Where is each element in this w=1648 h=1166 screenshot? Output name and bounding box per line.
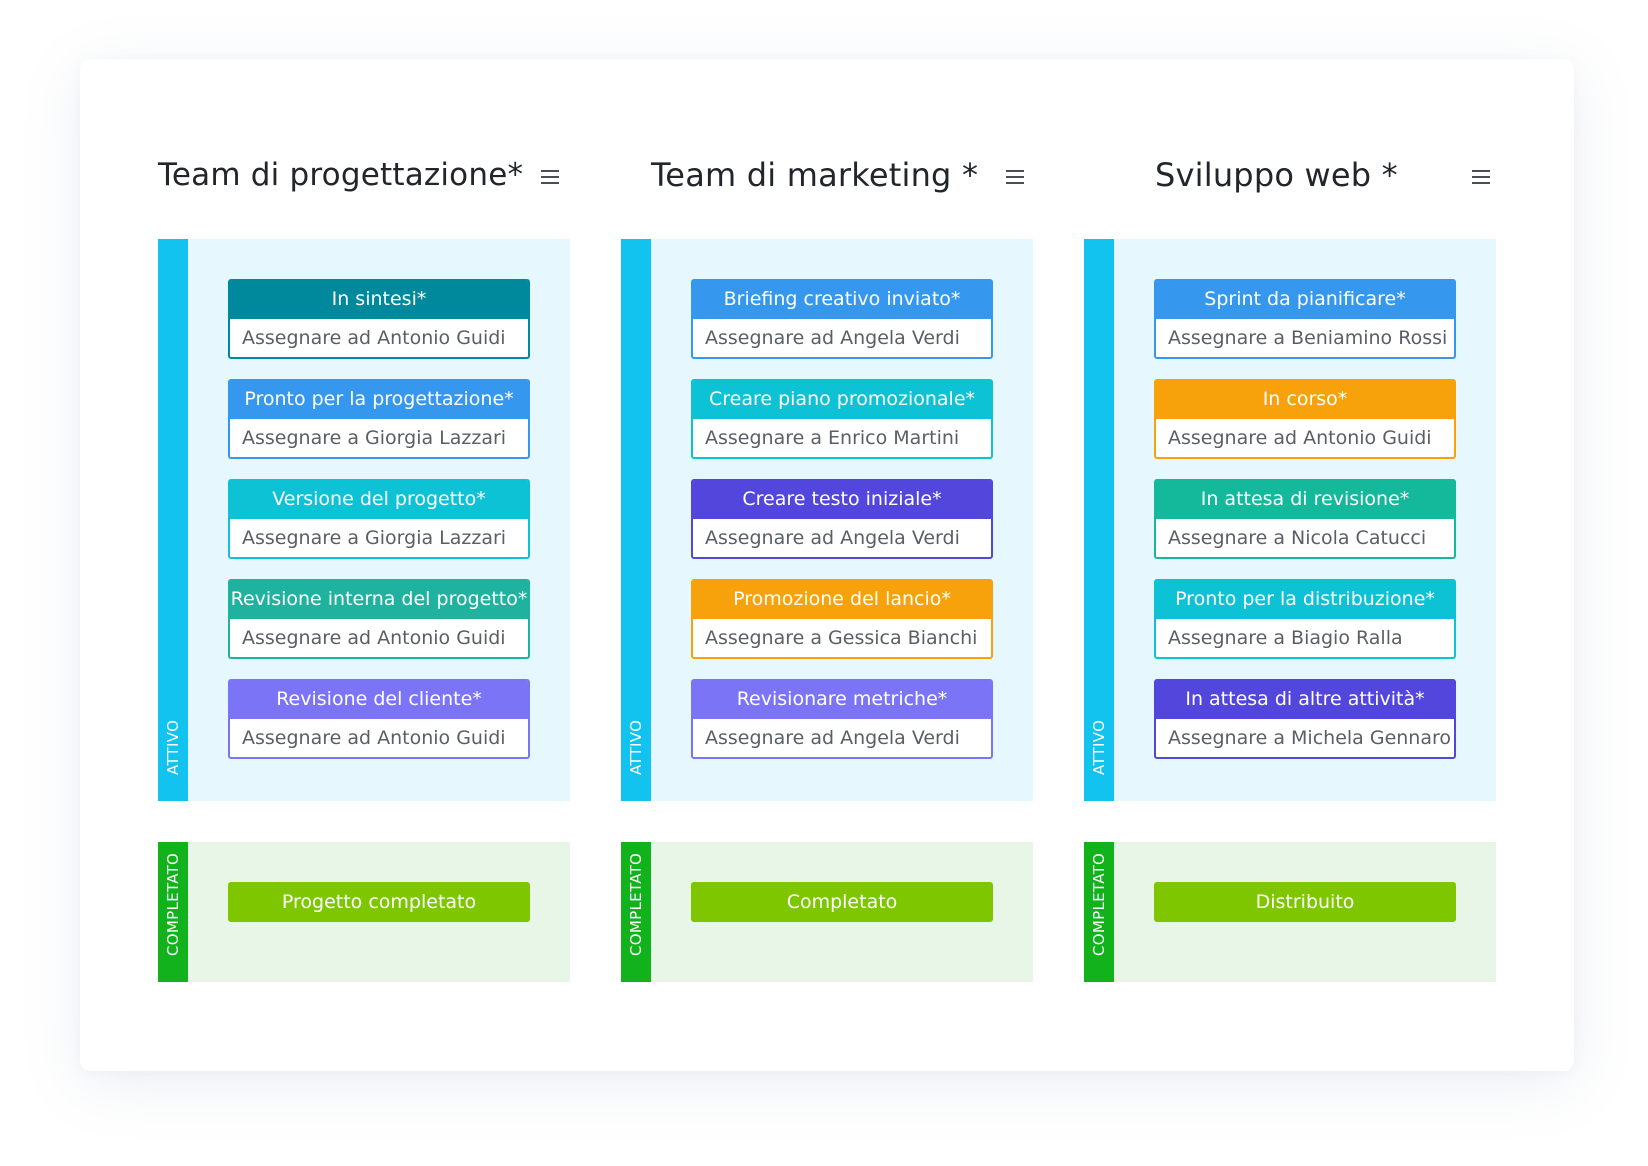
menu-icon[interactable] — [541, 169, 559, 185]
task-list: In sintesi* Assegnare ad Antonio Guidi P… — [228, 279, 530, 779]
task-card[interactable]: Briefing creativo inviato* Assegnare ad … — [691, 279, 993, 359]
task-card[interactable]: In attesa di revisione* Assegnare a Nico… — [1154, 479, 1456, 559]
column-title: Sviluppo web * — [1155, 156, 1398, 194]
completed-lane-label: COMPLETATO — [627, 852, 645, 956]
board-card: Team di progettazione* ATTIVO In sintesi… — [80, 59, 1574, 1071]
task-card[interactable]: In sintesi* Assegnare ad Antonio Guidi — [228, 279, 530, 359]
task-list: Briefing creativo inviato* Assegnare ad … — [691, 279, 993, 779]
task-title: In corso* — [1156, 381, 1454, 419]
task-card[interactable]: Creare piano promozionale* Assegnare a E… — [691, 379, 993, 459]
task-list: Sprint da pianificare* Assegnare a Benia… — [1154, 279, 1456, 779]
completed-lane-bar: COMPLETATO — [1084, 842, 1114, 982]
column-title: Team di progettazione* — [158, 157, 524, 193]
active-lane-bar: ATTIVO — [621, 239, 651, 801]
completed-lane: COMPLETATO Distribuito — [1084, 842, 1496, 982]
task-assignee: Assegnare a Giorgia Lazzari — [242, 427, 507, 449]
task-title: In attesa di revisione* — [1156, 481, 1454, 519]
completed-lane-label: COMPLETATO — [164, 852, 182, 956]
active-lane-bar: ATTIVO — [158, 239, 188, 801]
active-lane-label: ATTIVO — [1090, 719, 1108, 775]
task-title: Promozione del lancio* — [693, 581, 991, 619]
task-title: Briefing creativo inviato* — [693, 281, 991, 319]
task-assignee: Assegnare ad Angela Verdi — [705, 727, 960, 749]
task-card[interactable]: Creare testo iniziale* Assegnare ad Ange… — [691, 479, 993, 559]
completed-lane: COMPLETATO Completato — [621, 842, 1033, 982]
completed-lane-bar: COMPLETATO — [621, 842, 651, 982]
task-title: In attesa di altre attività* — [1156, 681, 1454, 719]
active-lane-label: ATTIVO — [164, 719, 182, 775]
menu-icon[interactable] — [1006, 169, 1024, 185]
task-assignee: Assegnare a Michela Gennaro — [1168, 727, 1452, 749]
task-card[interactable]: Revisione interna del progetto* Assegnar… — [228, 579, 530, 659]
task-assignee: Assegnare a Beniamino Rossi — [1168, 327, 1448, 349]
task-assignee: Assegnare ad Antonio Guidi — [242, 327, 506, 349]
active-lane-label: ATTIVO — [627, 719, 645, 775]
board-column: Team di progettazione* ATTIVO In sintesi… — [158, 59, 570, 1071]
active-lane: ATTIVO In sintesi* Assegnare ad Antonio … — [158, 239, 570, 801]
task-card[interactable]: Pronto per la distribuzione* Assegnare a… — [1154, 579, 1456, 659]
completed-task[interactable]: Completato — [691, 882, 993, 922]
task-card[interactable]: In attesa di altre attività* Assegnare a… — [1154, 679, 1456, 759]
completed-lane-bar: COMPLETATO — [158, 842, 188, 982]
completed-task[interactable]: Distribuito — [1154, 882, 1456, 922]
task-card[interactable]: Revisione del cliente* Assegnare ad Anto… — [228, 679, 530, 759]
task-card[interactable]: Pronto per la progettazione* Assegnare a… — [228, 379, 530, 459]
task-title: In sintesi* — [230, 281, 528, 319]
active-lane: ATTIVO Sprint da pianificare* Assegnare … — [1084, 239, 1496, 801]
task-title: Pronto per la distribuzione* — [1156, 581, 1454, 619]
task-card[interactable]: Versione del progetto* Assegnare a Giorg… — [228, 479, 530, 559]
task-title: Pronto per la progettazione* — [230, 381, 528, 419]
task-assignee: Assegnare a Nicola Catucci — [1168, 527, 1427, 549]
task-title: Versione del progetto* — [230, 481, 528, 519]
task-card[interactable]: In corso* Assegnare ad Antonio Guidi — [1154, 379, 1456, 459]
task-assignee: Assegnare a Giorgia Lazzari — [242, 527, 507, 549]
task-title: Creare testo iniziale* — [693, 481, 991, 519]
menu-icon[interactable] — [1472, 169, 1490, 185]
task-assignee: Assegnare ad Angela Verdi — [705, 527, 960, 549]
task-assignee: Assegnare a Biagio Ralla — [1168, 627, 1403, 649]
active-lane: ATTIVO Briefing creativo inviato* Assegn… — [621, 239, 1033, 801]
task-assignee: Assegnare ad Antonio Guidi — [242, 727, 506, 749]
task-title: Revisionare metriche* — [693, 681, 991, 719]
task-title: Revisione del cliente* — [230, 681, 528, 719]
completed-task[interactable]: Progetto completato — [228, 882, 530, 922]
task-assignee: Assegnare a Gessica Bianchi — [705, 627, 978, 649]
completed-lane: COMPLETATO Progetto completato — [158, 842, 570, 982]
task-title: Sprint da pianificare* — [1156, 281, 1454, 319]
task-assignee: Assegnare ad Angela Verdi — [705, 327, 960, 349]
task-card[interactable]: Revisionare metriche* Assegnare ad Angel… — [691, 679, 993, 759]
task-assignee: Assegnare ad Antonio Guidi — [242, 627, 506, 649]
task-title: Revisione interna del progetto* — [230, 581, 528, 619]
board-column: Sviluppo web * ATTIVO Sprint da pianific… — [1084, 59, 1496, 1071]
task-card[interactable]: Promozione del lancio* Assegnare a Gessi… — [691, 579, 993, 659]
column-title: Team di marketing * — [651, 156, 979, 194]
active-lane-bar: ATTIVO — [1084, 239, 1114, 801]
task-title: Creare piano promozionale* — [693, 381, 991, 419]
completed-lane-label: COMPLETATO — [1090, 852, 1108, 956]
task-assignee: Assegnare ad Antonio Guidi — [1168, 427, 1432, 449]
board-column: Team di marketing * ATTIVO Briefing crea… — [621, 59, 1033, 1071]
task-card[interactable]: Sprint da pianificare* Assegnare a Benia… — [1154, 279, 1456, 359]
task-assignee: Assegnare a Enrico Martini — [705, 427, 960, 449]
